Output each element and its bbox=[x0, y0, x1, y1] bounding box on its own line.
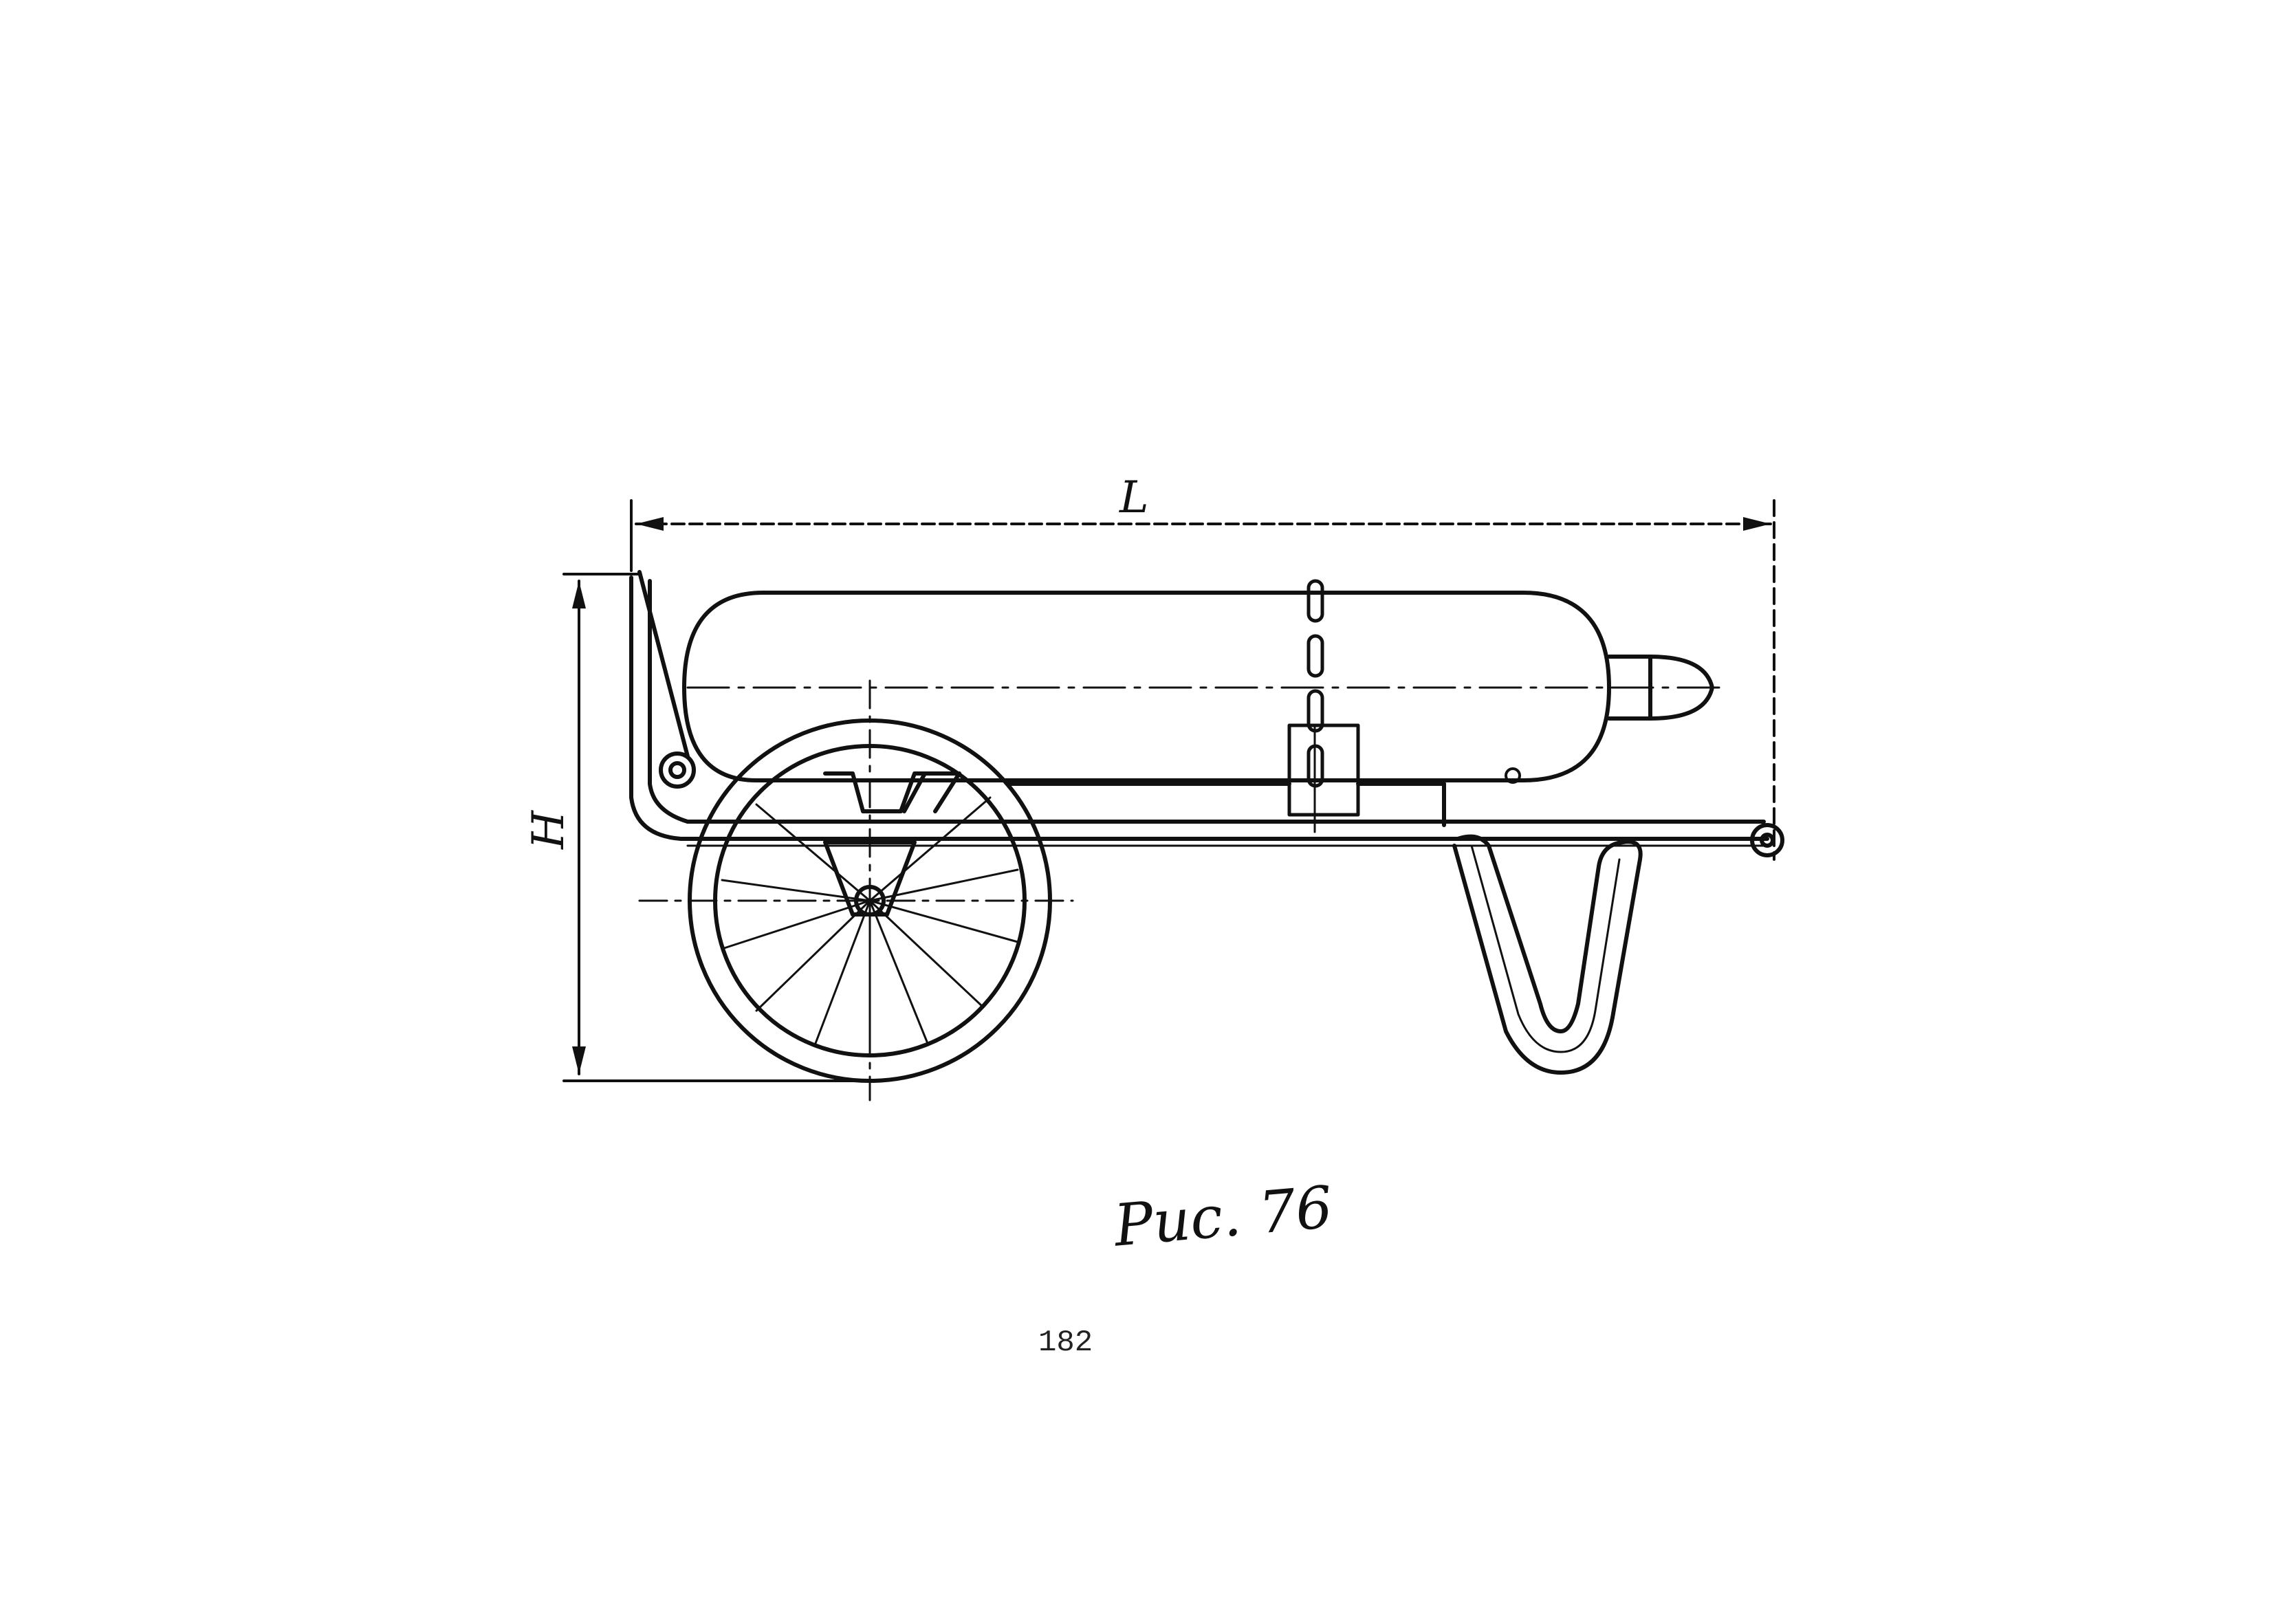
gas-cylinder bbox=[682, 591, 1727, 784]
dimension-length bbox=[630, 499, 1775, 861]
page-number: 182 bbox=[1038, 1326, 1093, 1360]
dimension-length-label: L bbox=[1119, 472, 1149, 523]
dimension-height-label: H bbox=[523, 811, 574, 849]
rear-stand bbox=[1452, 834, 1643, 1075]
cart-wheel bbox=[638, 679, 1074, 1101]
dimension-height bbox=[562, 573, 882, 1082]
cart-frame bbox=[629, 570, 1784, 857]
cylinder-chain bbox=[1287, 579, 1360, 833]
